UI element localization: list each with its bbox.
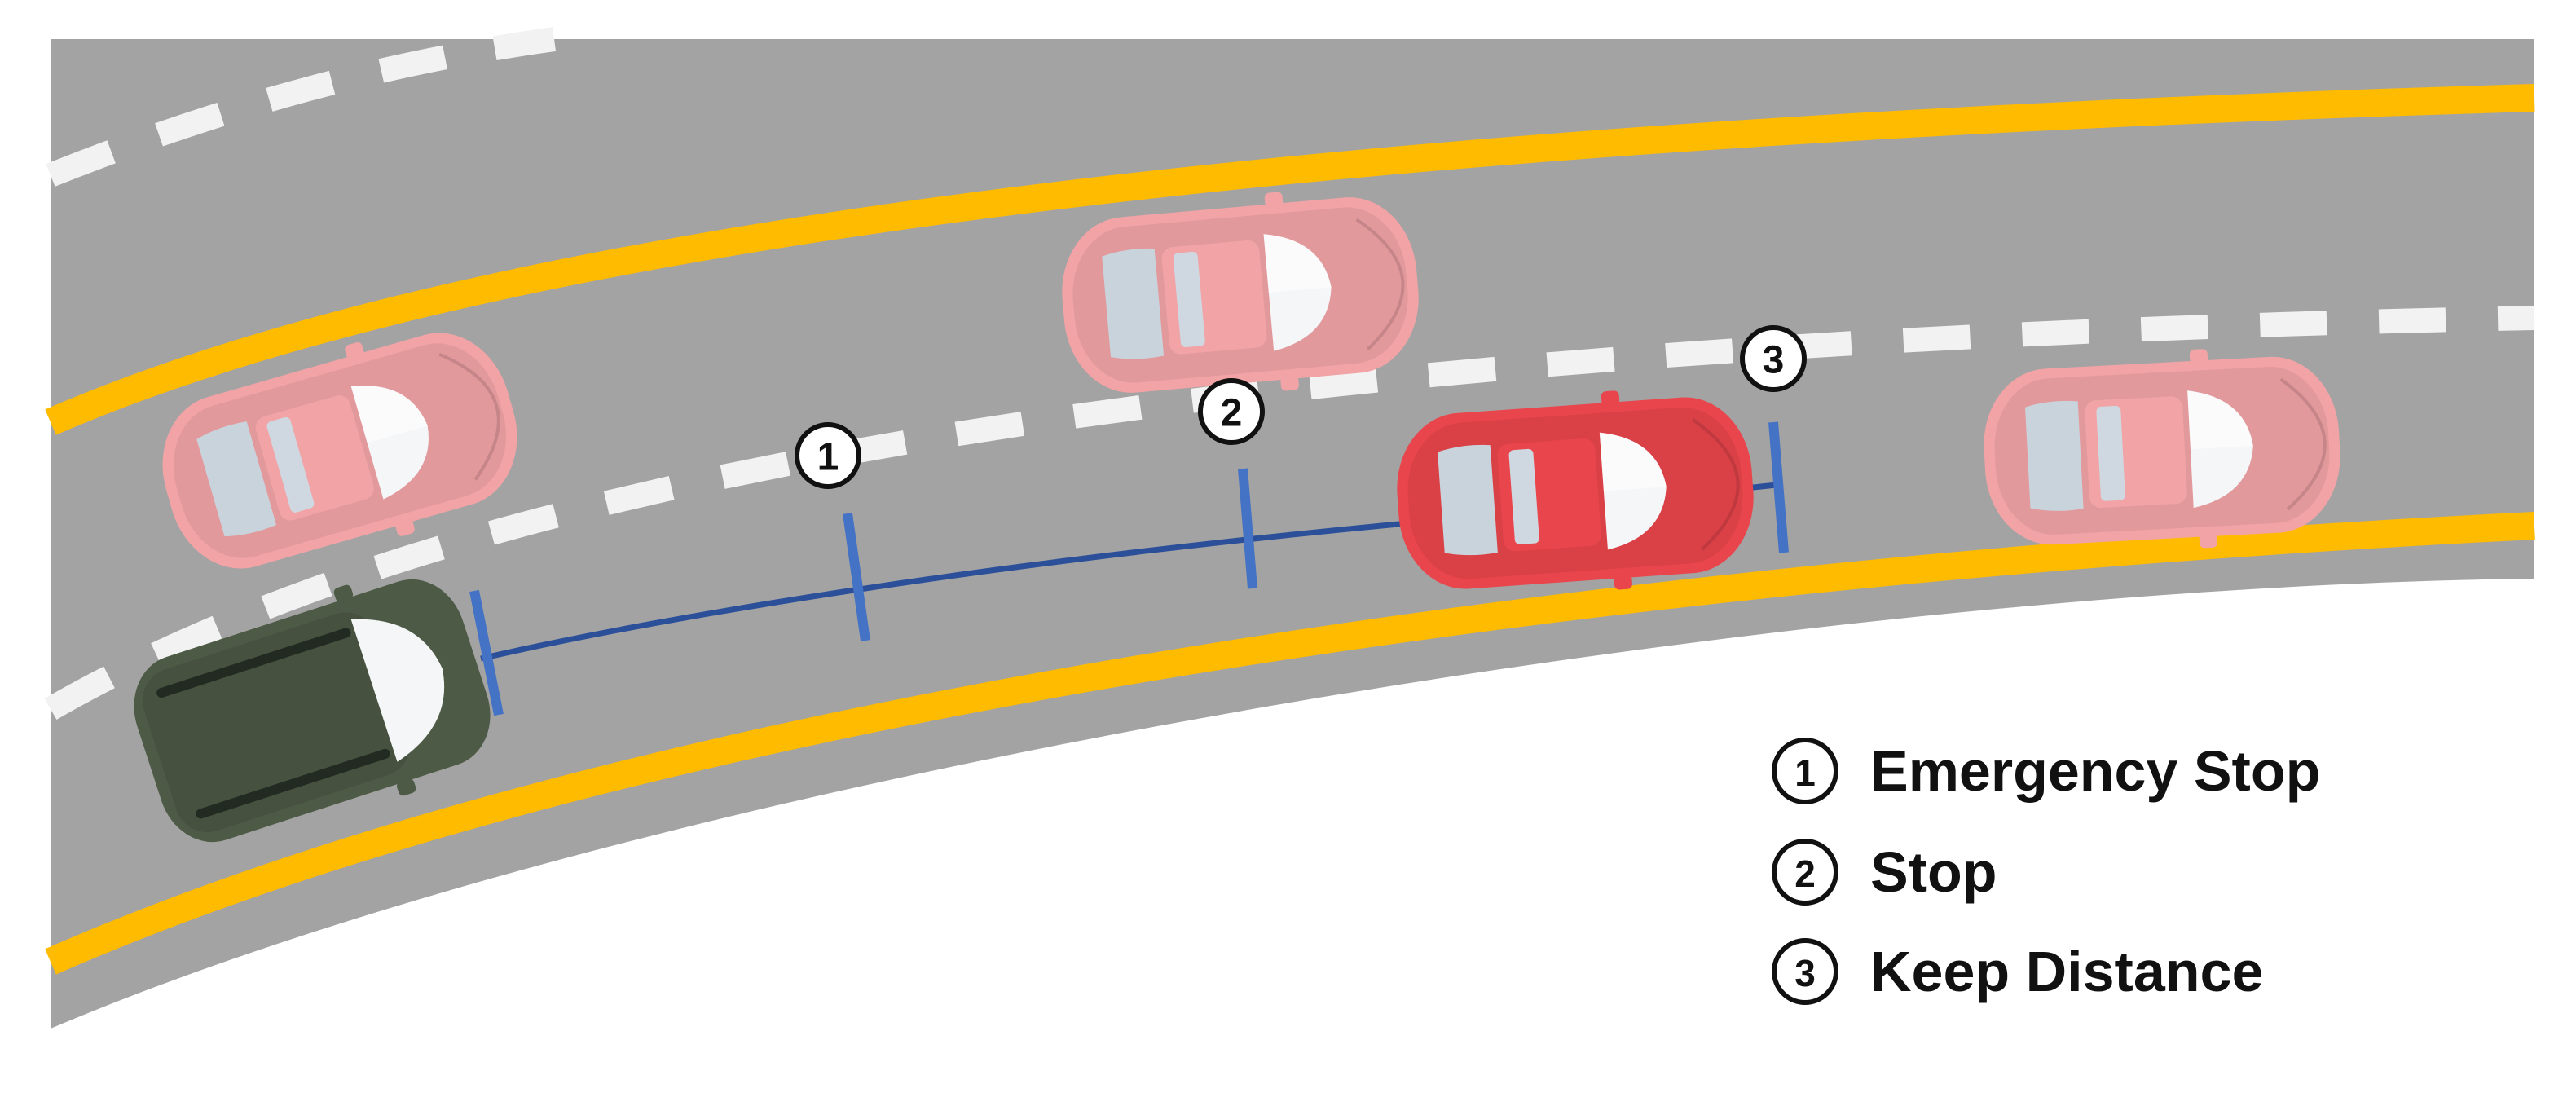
marker-2-label: 2 bbox=[1198, 378, 1265, 445]
legend: 1 Emergency Stop 2 Stop 3 Keep Distance bbox=[1772, 738, 2320, 1005]
legend-item-stop: 2 Stop bbox=[1772, 839, 1997, 906]
svg-text:2: 2 bbox=[1221, 392, 1243, 435]
svg-text:1: 1 bbox=[817, 436, 839, 479]
planned-trajectory-line bbox=[480, 482, 1777, 662]
ego-start-tick bbox=[469, 589, 504, 716]
marker-3-label: 3 bbox=[1740, 325, 1807, 392]
legend-item-keep-distance: 3 Keep Distance bbox=[1772, 938, 2263, 1005]
road-edge-line-bottom bbox=[45, 512, 2535, 975]
svg-text:2: 2 bbox=[1794, 853, 1816, 895]
lane-divider-dashed-upper bbox=[46, 27, 557, 187]
lead-vehicle bbox=[1389, 380, 1761, 606]
svg-text:1: 1 bbox=[1794, 751, 1816, 794]
legend-item-emergency-stop: 1 Emergency Stop bbox=[1772, 738, 2320, 804]
svg-text:3: 3 bbox=[1763, 339, 1785, 382]
svg-text:3: 3 bbox=[1794, 952, 1816, 994]
marker-1-tick bbox=[843, 513, 870, 641]
marker-2-tick bbox=[1238, 468, 1257, 589]
svg-text:Emergency Stop: Emergency Stop bbox=[1870, 739, 2320, 803]
marker-3-tick bbox=[1768, 421, 1789, 553]
svg-text:Stop: Stop bbox=[1870, 840, 1997, 904]
marker-1-label: 1 bbox=[795, 422, 861, 489]
svg-text:Keep Distance: Keep Distance bbox=[1870, 940, 2263, 1003]
lane-divider-dashed-middle bbox=[44, 306, 2535, 720]
road-edge-line-top bbox=[45, 84, 2535, 435]
other-vehicle-far-right bbox=[1979, 342, 2345, 559]
